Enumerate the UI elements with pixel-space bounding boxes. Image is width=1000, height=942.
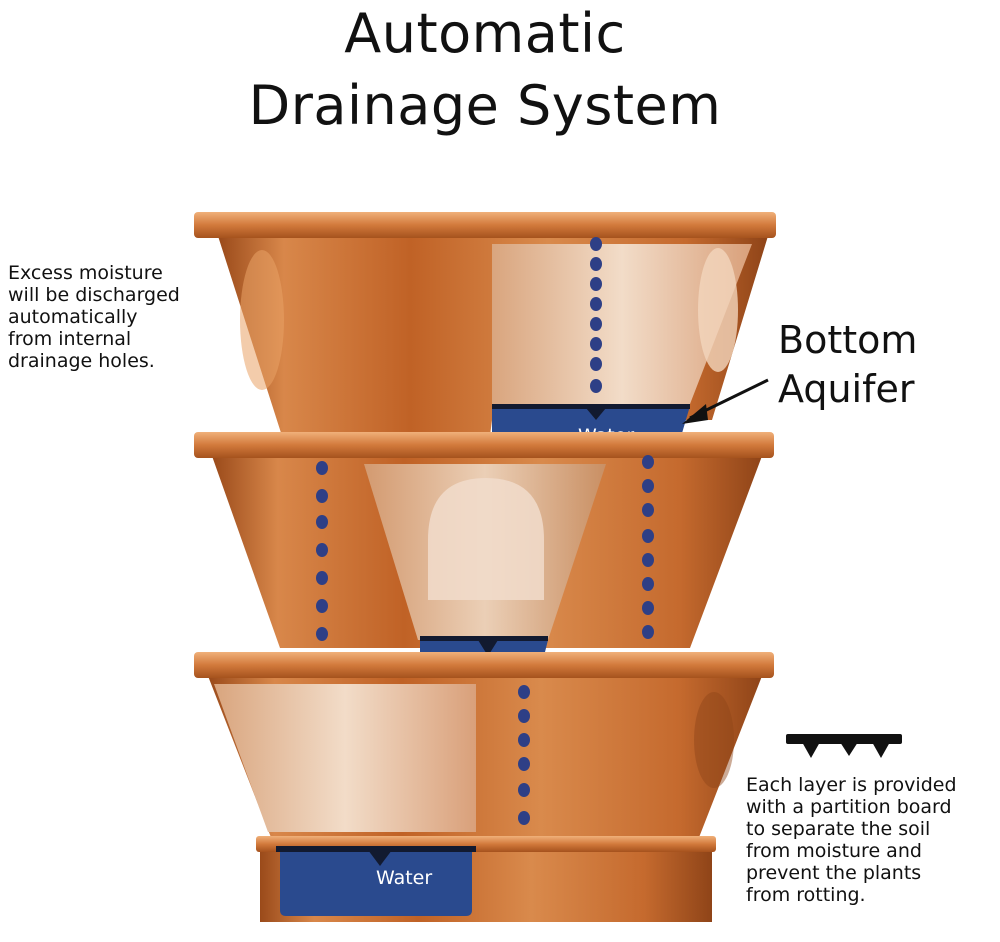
middle-pot <box>194 432 774 670</box>
drops-bottom-pot <box>518 685 530 825</box>
drops-middle-right <box>642 455 654 639</box>
top-pot-rim <box>194 212 776 238</box>
title-line-1: Automatic <box>344 2 626 65</box>
drops-middle-left <box>316 461 328 641</box>
bottom-pot-inner-cutaway <box>214 684 476 832</box>
title-line-2: Drainage System <box>248 74 722 137</box>
water-drops <box>316 237 654 825</box>
partition-board-icon <box>786 734 902 758</box>
bottom-pot-rim <box>194 652 774 678</box>
partition-board-note: Each layer is provided with a partition … <box>746 774 957 906</box>
middle-pot-rim <box>194 432 774 458</box>
callout-arrow <box>682 378 769 424</box>
bottom-pot: Water <box>194 652 774 922</box>
excess-moisture-note: Excess moisture will be discharged autom… <box>8 262 180 372</box>
top-pot-inner-cutaway <box>492 244 752 404</box>
bottom-water-reservoir <box>280 848 472 916</box>
top-pot: Water <box>194 212 776 447</box>
drops-top-pot <box>590 237 602 393</box>
bottom-aquifer-label-line-2: Aquifer <box>778 367 915 411</box>
bottom-aquifer-label-line-1: Bottom <box>778 318 918 362</box>
bottom-water-label: Water <box>376 867 432 889</box>
